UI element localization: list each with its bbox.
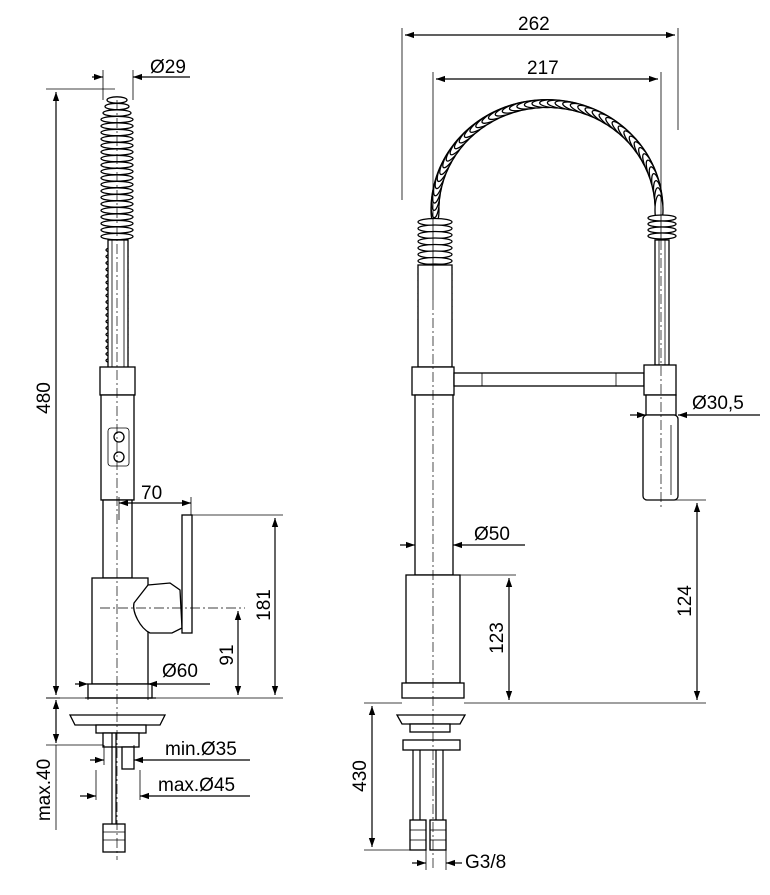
dim-spray-diameter: Ø30,5	[692, 393, 744, 414]
front-view-faucet	[395, 98, 679, 870]
dim-max-thickness: max.40	[34, 759, 55, 821]
front-spring-arc	[417, 98, 677, 324]
side-view-faucet	[68, 96, 245, 860]
front-view-dimensions: 262 217 Ø30,5 Ø50 124 123 430 G3/8	[350, 14, 760, 873]
spring-coil-ring	[647, 214, 677, 222]
dim-lever-height: 181	[254, 589, 275, 621]
spring-coil-ring	[647, 220, 677, 228]
dim-min-hole: min.Ø35	[165, 739, 237, 760]
dim-base-diameter: Ø60	[162, 661, 198, 682]
spring-coil-ring	[647, 232, 677, 240]
dim-body-diameter: Ø50	[474, 524, 510, 545]
dim-total-height: 480	[34, 382, 55, 414]
spring-coil-ring	[647, 226, 677, 234]
dim-handle-reach: 70	[141, 483, 162, 504]
button-upper-icon	[113, 431, 125, 443]
dim-body-height-front: 123	[487, 622, 508, 654]
dim-overall-width: 262	[518, 14, 550, 35]
dim-body-height: 91	[217, 644, 238, 665]
dim-top-diameter: Ø29	[150, 57, 186, 78]
lever-handle	[181, 514, 193, 634]
button-lower-icon	[113, 451, 125, 463]
dim-connection: G3/8	[465, 852, 506, 873]
dim-hose-length: 430	[350, 760, 371, 792]
side-view-dimensions: Ø29 480 70 181 91 Ø60 min.Ø35	[34, 57, 283, 830]
dim-spring-width: 217	[527, 58, 559, 79]
dim-spray-height: 124	[675, 585, 696, 617]
dim-max-hole: max.Ø45	[158, 775, 235, 796]
